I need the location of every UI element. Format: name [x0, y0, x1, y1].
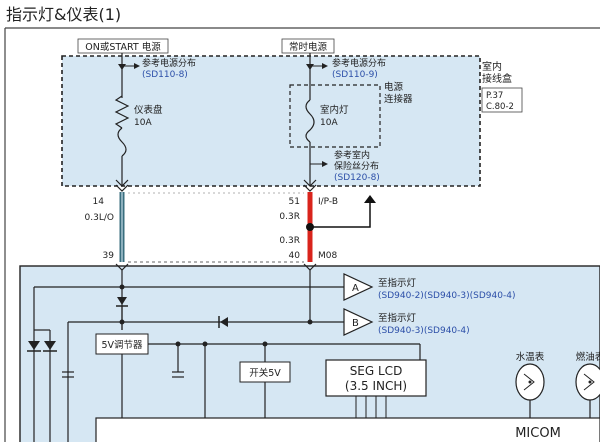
- splice-branch-wire: [310, 200, 371, 228]
- on-start-source-label: ON或START 电源: [85, 41, 161, 53]
- switch-5v-label: 开关5V: [249, 367, 281, 379]
- buffer-b-label: 至指示灯: [378, 312, 417, 324]
- left-pin-bottom-number: 39: [103, 251, 115, 261]
- fuel-gauge-label: 燃油表: [576, 351, 600, 363]
- buffer-a-letter: A: [352, 283, 359, 294]
- temp-gauge-pivot: [528, 380, 532, 384]
- room-fuse-icon: [305, 99, 315, 143]
- ref1-label: 参考电源分布: [142, 57, 196, 69]
- constant-source-box: [281, 38, 335, 54]
- left-diode-2-body: [44, 341, 56, 350]
- temp-gauge-label: 水温表: [516, 351, 545, 363]
- left-pin-chevron-2: [115, 184, 129, 192]
- ref2-label: 参考电源分布: [332, 57, 386, 69]
- junction-box-label-2: 接线盒: [482, 72, 512, 85]
- fuel-gauge-icon: [575, 363, 600, 401]
- buffer-b-refs: (SD940-3)(SD940-4): [378, 326, 470, 336]
- connector-label-2: 连接器: [384, 93, 413, 105]
- node-bus-b: [119, 319, 125, 325]
- buffer-a-label: 至指示灯: [378, 277, 417, 289]
- buffer-a: [343, 273, 374, 301]
- battery-diode-body: [220, 317, 228, 327]
- connector-label-1: 电源: [384, 81, 404, 93]
- ref3-line2: 保险丝分布: [334, 160, 379, 172]
- left-pin-chevron-1: [115, 179, 129, 187]
- room-fuse-rating: 10A: [320, 118, 338, 128]
- cluster-fuse-top: [114, 95, 130, 129]
- regulator-label: 5V调节器: [101, 340, 143, 351]
- temp-gauge-needle: [523, 373, 535, 391]
- right-pin-top-number: 51: [289, 197, 300, 207]
- on-start-source-box: [77, 38, 169, 54]
- ref1-code: (SD110-8): [142, 70, 188, 80]
- ref2-code: (SD110-9): [332, 70, 378, 80]
- cluster-fuse-icon: [117, 127, 127, 157]
- left-wire-spec: 0.3L/O: [85, 213, 114, 223]
- left-pin-top-number: 14: [93, 197, 105, 207]
- right-connector-bottom: M08: [318, 251, 337, 261]
- node-bus-a: [119, 284, 125, 290]
- seg-lcd-box: [325, 359, 427, 397]
- micom-box: [95, 417, 600, 442]
- cluster-fuse-name: 仪表盘: [134, 104, 163, 116]
- fuel-gauge-pivot: [588, 380, 592, 384]
- right-pin-chevron-1: [303, 179, 317, 187]
- junction-box-ref-box: [481, 87, 523, 113]
- ref1-arrow: [134, 63, 140, 69]
- fuel-gauge-needle: [583, 373, 595, 391]
- right-wire-spec-b: 0.3R: [279, 236, 300, 246]
- cluster-fuse-rating: 10A: [134, 118, 152, 128]
- right-connector-top: I/P-B: [318, 197, 338, 207]
- ignition-diode-body: [117, 297, 127, 305]
- ref3-arrow: [322, 161, 328, 167]
- junction-box-page-ref-1: P.37: [486, 91, 503, 101]
- ref3-code: (SD120-8): [334, 173, 380, 183]
- ref3-line1: 参考室内: [334, 149, 370, 161]
- power-connector-box: [289, 84, 381, 148]
- buffer-b-letter: B: [352, 318, 359, 329]
- ref2-arrow: [322, 63, 328, 69]
- splice-branch-arrow: [364, 195, 376, 203]
- junction-box-label-1: 室内: [482, 60, 502, 73]
- buffer-a-refs: (SD940-2)(SD940-3)(SD940-4): [378, 291, 515, 301]
- right-pin-chevron-2: [303, 184, 317, 192]
- micom-label: MICOM: [515, 426, 561, 441]
- room-fuse-name: 室内灯: [320, 104, 349, 116]
- buffer-b: [343, 308, 374, 336]
- right-pin-bottom-number: 40: [289, 251, 301, 261]
- seg-lcd-label: SEG LCD: [350, 364, 403, 378]
- indoor-junction-box: [61, 55, 481, 187]
- left-diode-1-body: [28, 341, 40, 350]
- page-title: 指示灯&仪表(1): [6, 5, 121, 24]
- constant-source-label: 常时电源: [289, 41, 328, 53]
- seg-lcd-size: (3.5 INCH): [345, 379, 407, 393]
- junction-box-page-ref-2: C.80-2: [486, 102, 514, 112]
- right-wire-spec-a: 0.3R: [279, 212, 300, 222]
- node-battery-bus: [307, 319, 313, 325]
